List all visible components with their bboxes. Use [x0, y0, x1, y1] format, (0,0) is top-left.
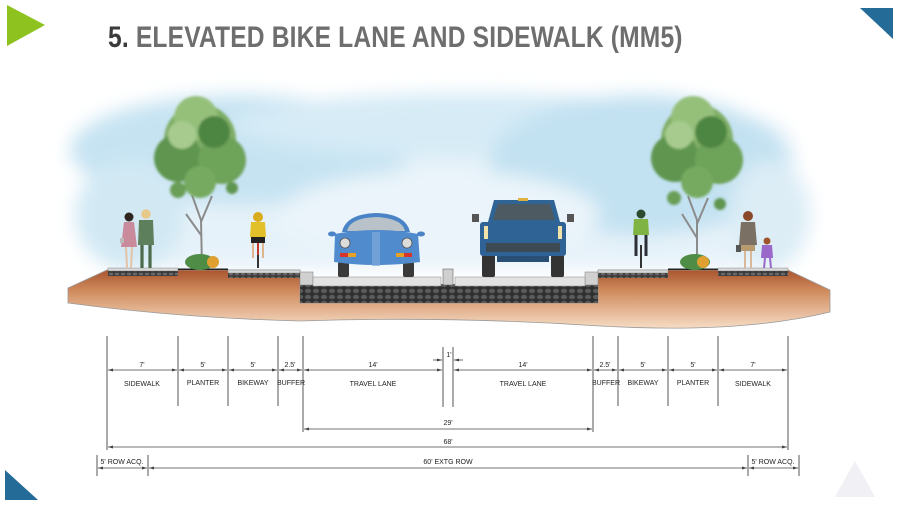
segment-label-buffer: BUFFER [592, 380, 620, 387]
left-sidewalk-pavement [107, 267, 179, 276]
segment-label-planter: PLANTER [677, 380, 709, 387]
cyclist-icon [250, 212, 266, 268]
median-curb [442, 268, 454, 286]
title-number: 5. [108, 21, 129, 54]
dim-value: 14' [368, 362, 377, 369]
blue-corner-triangle-icon [860, 8, 893, 39]
green-triangle-icon [7, 5, 45, 46]
cyclist-icon [633, 209, 649, 268]
dimension-labels: SIDEWALK PLANTER BIKEWAY BUFFER TRAVEL L… [124, 380, 771, 388]
title-text: ELEVATED BIKE LANE AND SIDEWALK (MM5) [135, 21, 683, 54]
dim-value: 2.5' [599, 362, 610, 369]
segment-label-travel-lane: TRAVEL LANE [500, 381, 547, 388]
dim-value: 7' [139, 362, 144, 369]
curb-to-curb-total: 29' [443, 420, 452, 427]
segment-label-bikeway: BIKEWAY [237, 380, 268, 387]
roadway-section [299, 268, 599, 303]
row-acquisition-left: 5' ROW ACQ. [101, 459, 144, 466]
page-title: 5. ELEVATED BIKE LANE AND SIDEWALK (MM5) [108, 20, 683, 56]
segment-label-buffer: BUFFER [277, 380, 305, 387]
segment-label-sidewalk: SIDEWALK [735, 381, 771, 388]
pedestrian-couple-icon [120, 209, 154, 269]
light-triangle-icon [835, 461, 875, 497]
existing-row: 60' EXTG ROW [423, 459, 473, 466]
dim-value: 2.5' [284, 362, 295, 369]
dimension-lines [96, 336, 800, 476]
segment-label-travel-lane: TRAVEL LANE [350, 381, 397, 388]
overall-total: 68' [443, 439, 452, 446]
right-bikeway-pavement [597, 269, 669, 278]
dimension-values: 7' 5' 5' 2.5' 14' 14' 2.5' 5' 5' 7' 1' [139, 352, 755, 369]
sedan-car-icon [328, 213, 425, 277]
dim-value: 5' [640, 362, 645, 369]
right-sidewalk-pavement [717, 267, 789, 276]
dim-value: 14' [518, 362, 527, 369]
segment-label-planter: PLANTER [187, 380, 219, 387]
median-value: 1' [446, 352, 451, 359]
pedestrian-adult-child-icon [736, 211, 773, 269]
row-acquisition-right: 5' ROW ACQ. [752, 459, 795, 466]
left-bikeway-pavement [227, 269, 301, 278]
dim-value: 5' [690, 362, 695, 369]
segment-label-sidewalk: SIDEWALK [124, 381, 160, 388]
soil-profile [67, 269, 831, 329]
segment-label-bikeway: BIKEWAY [627, 380, 658, 387]
dim-value: 5' [250, 362, 255, 369]
pickup-truck-icon [472, 198, 574, 277]
dim-value: 5' [200, 362, 205, 369]
street-tree-icon [651, 96, 743, 270]
street-tree-icon [154, 96, 246, 270]
blue-corner-triangle-icon [5, 470, 38, 500]
dim-value: 7' [750, 362, 755, 369]
